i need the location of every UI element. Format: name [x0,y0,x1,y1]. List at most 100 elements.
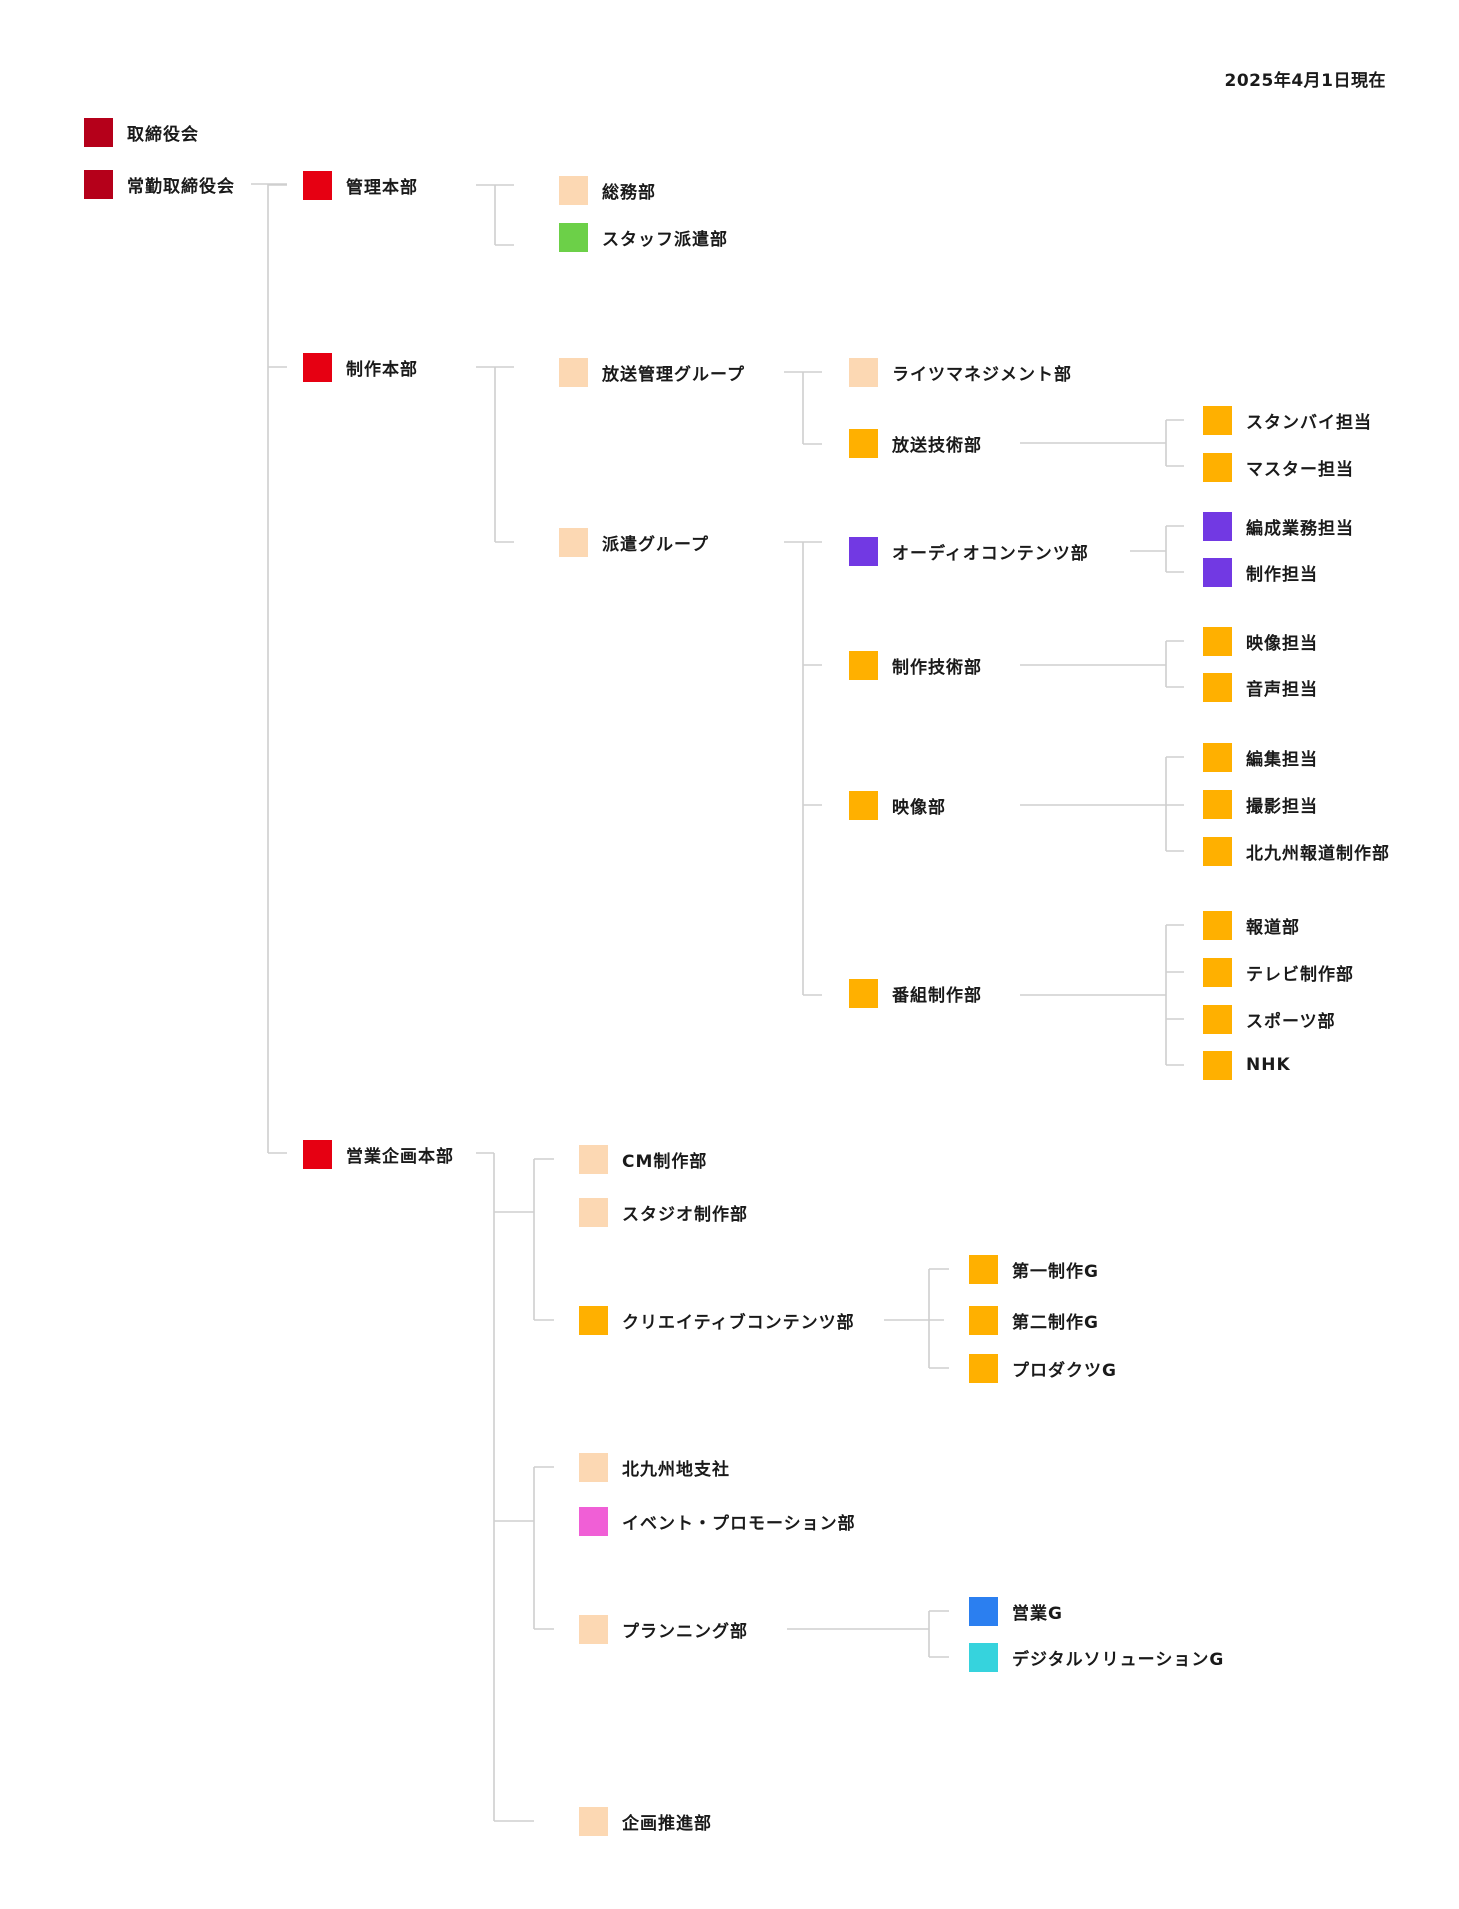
node-label: スタッフ派遣部 [602,229,728,250]
node-label: 制作本部 [346,359,418,380]
node-label: 北九州報道制作部 [1246,843,1390,864]
color-swatch [849,650,878,680]
org-node: クリエイティブコンテンツ部 [579,1305,855,1335]
org-node: 映像担当 [1203,626,1318,656]
node-label: イベント・プロモーション部 [622,1513,856,1534]
color-swatch [579,1506,608,1536]
color-swatch [1203,1050,1232,1080]
color-swatch [1203,1004,1232,1034]
node-label: クリエイティブコンテンツ部 [622,1312,855,1333]
org-node-production-division: 制作本部 [303,352,418,382]
node-label: 音声担当 [1246,679,1318,700]
node-label: 常勤取締役会 [127,176,235,197]
org-node: スタジオ制作部 [579,1197,748,1227]
org-node: テレビ制作部 [1203,957,1354,987]
color-swatch [849,790,878,820]
color-swatch [1203,910,1232,940]
color-swatch [849,978,878,1008]
org-node: 企画推進部 [579,1806,712,1836]
color-swatch [1203,626,1232,656]
node-label: デジタルソリューションG [1012,1649,1225,1670]
org-node: 制作技術部 [849,650,982,680]
org-node: NHK [1203,1050,1291,1080]
color-swatch [969,1305,998,1335]
org-node-sales-division: 営業企画本部 [303,1139,454,1169]
node-label: スポーツ部 [1246,1011,1336,1032]
as-of-date: 2025年4月1日現在 [1224,71,1386,91]
color-swatch [1203,511,1232,541]
node-label: 営業企画本部 [346,1146,454,1167]
org-node: マスター担当 [1203,452,1354,482]
org-node: イベント・プロモーション部 [579,1506,856,1536]
node-label: オーディオコンテンツ部 [892,543,1089,564]
node-label: マスター担当 [1246,459,1354,480]
color-swatch [559,357,588,387]
org-node: 放送技術部 [849,428,982,458]
node-label: 編成業務担当 [1246,518,1354,539]
org-node: 音声担当 [1203,672,1318,702]
color-swatch [1203,836,1232,866]
org-node: 総務部 [559,175,656,205]
org-node: 派遣グループ [559,527,709,557]
org-node: CM制作部 [579,1144,707,1174]
org-node: 第一制作G [969,1254,1099,1284]
node-label: プロダクツG [1012,1360,1117,1381]
org-node: スタンバイ担当 [1203,405,1372,435]
color-swatch [559,527,588,557]
org-node: 編成業務担当 [1203,511,1354,541]
org-node: 撮影担当 [1203,789,1318,819]
color-swatch [579,1806,608,1836]
org-node: 営業G [969,1596,1063,1626]
node-label: 営業G [1012,1603,1063,1624]
org-node: 北九州地支社 [579,1452,730,1482]
node-label: 総務部 [602,182,656,203]
node-label: 編集担当 [1246,749,1318,770]
color-swatch [849,536,878,566]
color-swatch [303,170,332,200]
color-swatch [969,1254,998,1284]
node-label: 番組制作部 [892,985,982,1006]
color-swatch [969,1596,998,1626]
node-label: 映像部 [892,797,946,818]
org-node: ライツマネジメント部 [849,357,1072,387]
color-swatch [969,1353,998,1383]
color-swatch [84,117,113,147]
node-label: 企画推進部 [622,1813,712,1834]
color-swatch [1203,957,1232,987]
color-swatch [849,357,878,387]
org-node: 制作担当 [1203,557,1318,587]
color-swatch [579,1452,608,1482]
color-swatch [849,428,878,458]
color-swatch [1203,405,1232,435]
node-label: 管理本部 [346,177,418,198]
color-swatch [579,1197,608,1227]
org-node: 北九州報道制作部 [1203,836,1390,866]
org-node: プロダクツG [969,1353,1117,1383]
node-label: ライツマネジメント部 [892,364,1072,385]
node-label: 取締役会 [127,124,199,145]
color-swatch [84,169,113,199]
node-label: 第一制作G [1012,1261,1099,1282]
color-swatch [579,1305,608,1335]
node-label: NHK [1246,1055,1291,1075]
color-swatch [1203,789,1232,819]
org-node: 放送管理グループ [559,357,745,387]
node-label: 派遣グループ [602,534,709,555]
color-swatch [303,1139,332,1169]
node-label: 撮影担当 [1246,796,1318,817]
color-swatch [1203,557,1232,587]
org-node-board: 取締役会 [84,117,199,147]
color-swatch [969,1642,998,1672]
color-swatch [1203,742,1232,772]
node-label: 制作技術部 [892,657,982,678]
color-swatch [559,222,588,252]
org-node: 映像部 [849,790,946,820]
node-label: 第二制作G [1012,1312,1099,1333]
color-swatch [579,1614,608,1644]
node-label: 映像担当 [1246,633,1318,654]
node-label: 放送管理グループ [602,364,745,385]
node-label: 北九州地支社 [622,1459,730,1480]
org-node: 報道部 [1203,910,1300,940]
